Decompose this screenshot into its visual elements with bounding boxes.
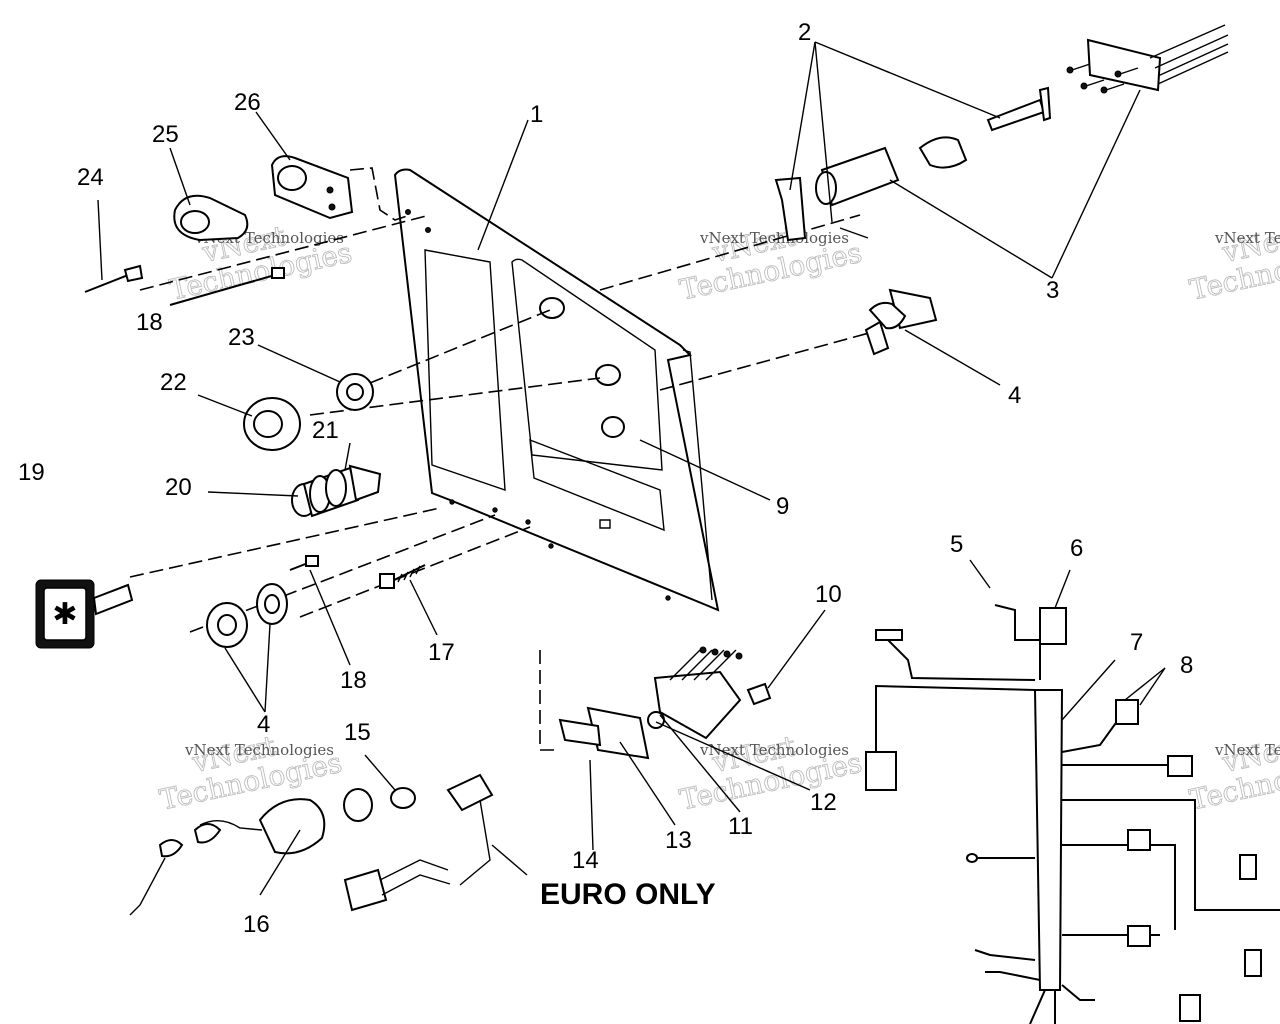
watermark-small: vNext Technologies bbox=[1214, 741, 1280, 759]
callout-23: 23 bbox=[228, 324, 255, 351]
euro-only-assembly bbox=[129, 773, 494, 916]
console-panel bbox=[393, 168, 720, 612]
callout-9: 9 bbox=[776, 493, 789, 520]
callout-8: 8 bbox=[1180, 652, 1193, 679]
callout-13: 13 bbox=[665, 827, 692, 854]
callout-5: 5 bbox=[950, 531, 963, 558]
callout-15: 15 bbox=[344, 719, 371, 746]
callout-25: 25 bbox=[152, 121, 179, 148]
callout-7: 7 bbox=[1130, 629, 1143, 656]
callout-numbers: 1 2 3 4 4 5 6 7 8 9 10 11 12 13 14 15 16… bbox=[18, 19, 1193, 938]
callout-17: 17 bbox=[428, 639, 455, 666]
pin-24 bbox=[84, 264, 144, 293]
callout-10: 10 bbox=[815, 581, 842, 608]
callout-22: 22 bbox=[160, 369, 187, 396]
callout-4-nuts: 4 bbox=[257, 711, 270, 738]
euro-only-label: EURO ONLY bbox=[540, 878, 716, 911]
callout-6: 6 bbox=[1070, 535, 1083, 562]
callout-24: 24 bbox=[77, 164, 104, 191]
callout-14: 14 bbox=[572, 847, 599, 874]
callout-21: 21 bbox=[312, 417, 339, 444]
star-icon: ✱ bbox=[52, 598, 77, 631]
switch-20 bbox=[291, 464, 382, 518]
watermark-small: vNext Technologies bbox=[184, 741, 334, 759]
callout-16: 16 bbox=[243, 911, 270, 938]
callout-19: 19 bbox=[18, 459, 45, 486]
screw-18-bottom bbox=[289, 555, 319, 571]
wiring-harness bbox=[865, 604, 1280, 1024]
nut-22 bbox=[243, 397, 301, 451]
callout-18-top: 18 bbox=[136, 309, 163, 336]
toggle-switch-4 bbox=[864, 288, 938, 356]
switch-assembly-2-3 bbox=[774, 24, 1229, 242]
callout-20: 20 bbox=[165, 474, 192, 501]
callout-4-toggle: 4 bbox=[1008, 382, 1021, 409]
bolt-17 bbox=[379, 564, 426, 589]
callout-11: 11 bbox=[728, 813, 753, 840]
watermark-small: vNext Technologies bbox=[699, 229, 849, 247]
callout-2: 2 bbox=[798, 19, 811, 46]
cover-25 bbox=[173, 194, 249, 242]
bezel-nuts-4 bbox=[206, 583, 288, 648]
callout-26: 26 bbox=[234, 89, 261, 116]
callout-12: 12 bbox=[810, 789, 837, 816]
watermark-small: vNext Technologies bbox=[699, 741, 849, 759]
callout-18-bottom: 18 bbox=[340, 667, 367, 694]
watermark-small: vNext Technologies bbox=[1214, 229, 1280, 247]
key-19: ✱ bbox=[35, 579, 134, 649]
bracket-26 bbox=[270, 155, 354, 220]
screw-18-top bbox=[169, 267, 285, 306]
lock-washer-23 bbox=[336, 373, 374, 411]
regulator-assembly bbox=[558, 646, 772, 760]
leader-lines bbox=[97, 41, 1166, 896]
callout-1: 1 bbox=[530, 101, 543, 128]
callout-3: 3 bbox=[1046, 277, 1059, 304]
